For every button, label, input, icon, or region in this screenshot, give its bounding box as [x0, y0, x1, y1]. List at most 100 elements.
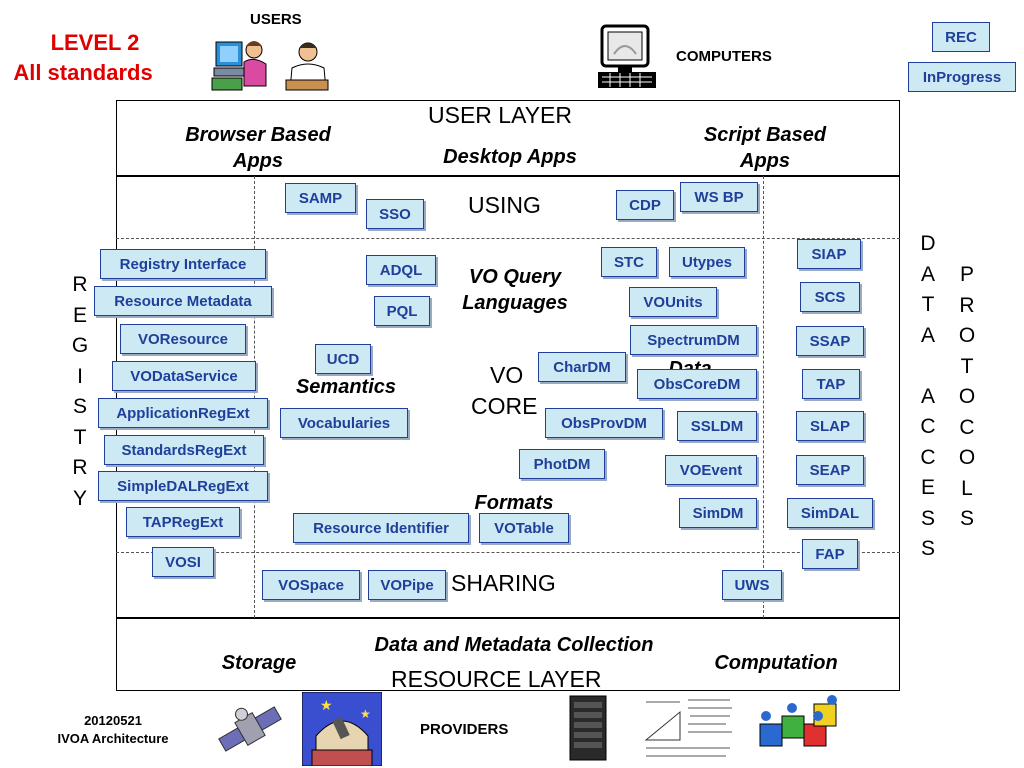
protocols-letter: S	[959, 507, 974, 530]
registry-letter: S	[72, 395, 87, 418]
registry-letter: Y	[72, 486, 87, 510]
computers-label: COMPUTERS	[676, 48, 772, 65]
std-vounits[interactable]: VOUnits	[629, 287, 717, 317]
level-subtitle: All standards	[13, 60, 153, 85]
std-voevent[interactable]: VOEvent	[665, 455, 757, 485]
storage-label: Storage	[221, 652, 297, 674]
protocols-letter: P	[959, 263, 974, 286]
std-votable[interactable]: VOTable	[479, 513, 569, 543]
users-label: USERS	[250, 11, 302, 28]
protocols-letter: O	[958, 324, 976, 347]
user-at-desk-icon	[285, 42, 329, 91]
script-apps-label: Script Based Apps	[703, 124, 827, 172]
std-obscoredm[interactable]: ObsCoreDM	[637, 369, 757, 399]
std-ssldm[interactable]: SSLDM	[677, 411, 757, 441]
svg-text:★: ★	[360, 707, 371, 721]
std-pql[interactable]: PQL	[374, 296, 430, 326]
std-applicationregext[interactable]: ApplicationRegExt	[98, 398, 268, 428]
using-title: USING	[468, 192, 541, 218]
browser-apps-label: Browser Based Apps	[185, 124, 331, 172]
formats-label: Formats	[474, 492, 554, 514]
vo-core-frame	[116, 176, 900, 618]
legend-rec: REC	[932, 22, 990, 52]
std-simdm[interactable]: SimDM	[679, 498, 757, 528]
protocols-letter: C	[959, 415, 975, 439]
server-icon	[569, 695, 607, 761]
data-metadata-label: Data and Metadata Collection	[374, 634, 654, 656]
observatory-icon: ★ ★	[302, 692, 382, 766]
std-cdp[interactable]: CDP	[616, 190, 674, 220]
vo-query-label: VO Query Languages	[462, 266, 568, 314]
data-access-letter: A	[920, 384, 935, 408]
std-scs[interactable]: SCS	[800, 282, 860, 312]
sharing-divider	[116, 552, 900, 553]
std-ucd[interactable]: UCD	[315, 344, 371, 374]
footer-date: 20120521	[84, 713, 142, 728]
std-simdal[interactable]: SimDAL	[787, 498, 873, 528]
semantics-label: Semantics	[295, 376, 397, 398]
registry-divider	[254, 176, 255, 618]
protocols-letter: R	[959, 293, 975, 317]
std-siap[interactable]: SIAP	[797, 239, 861, 269]
legend-inprogress: InProgress	[908, 62, 1016, 92]
resource-layer-title: RESOURCE LAYER	[391, 666, 602, 692]
std-vosi[interactable]: VOSI	[152, 547, 214, 577]
std-vocabularies[interactable]: Vocabularies	[280, 408, 408, 438]
std-uws[interactable]: UWS	[722, 570, 782, 600]
std-tap[interactable]: TAP	[802, 369, 860, 399]
std-vodataservice[interactable]: VODataService	[112, 361, 256, 391]
std-resource-metadata[interactable]: Resource Metadata	[94, 286, 272, 316]
std-resource-identifier[interactable]: Resource Identifier	[293, 513, 469, 543]
protocols-letter: T	[960, 354, 974, 378]
std-sso[interactable]: SSO	[366, 199, 424, 229]
std-obsprovdm[interactable]: ObsProvDM	[545, 408, 663, 438]
data-access-letter: C	[920, 445, 936, 469]
sharing-title: SHARING	[451, 570, 556, 596]
std-chardm[interactable]: CharDM	[538, 352, 626, 382]
level-title: LEVEL 2	[50, 30, 140, 55]
std-photdm[interactable]: PhotDM	[519, 449, 605, 479]
vo-core-title-line2: CORE	[471, 393, 538, 419]
std-slap[interactable]: SLAP	[796, 411, 864, 441]
equations-icon	[640, 694, 736, 764]
std-seap[interactable]: SEAP	[796, 455, 864, 485]
protocols-letter: O	[958, 446, 976, 469]
data-access-letter: C	[920, 415, 936, 438]
data-access-letter: D	[920, 232, 936, 255]
std-voresource[interactable]: VOResource	[120, 324, 246, 354]
std-registry-interface[interactable]: Registry Interface	[100, 249, 266, 279]
std-standardsregext[interactable]: StandardsRegExt	[104, 435, 264, 465]
registry-letter: T	[73, 425, 87, 449]
std-samp[interactable]: SAMP	[285, 183, 356, 213]
std-spectrumdm[interactable]: SpectrumDM	[630, 325, 757, 355]
std-stc[interactable]: STC	[601, 247, 657, 277]
computation-label: Computation	[714, 652, 838, 674]
data-access-letter: E	[920, 476, 935, 499]
registry-letter: E	[72, 303, 87, 327]
protocols-letter: L	[961, 476, 973, 500]
user-layer-frame	[116, 100, 900, 176]
satellite-icon	[214, 694, 286, 764]
std-fap[interactable]: FAP	[802, 539, 858, 569]
registry-letter: R	[72, 273, 88, 296]
std-vopipe[interactable]: VOPipe	[368, 570, 446, 600]
vo-core-title-line1: VO	[490, 362, 524, 388]
data-access-divider	[763, 176, 764, 618]
footer-org: IVOA Architecture	[57, 731, 169, 746]
std-ws-bp[interactable]: WS BP	[680, 182, 758, 212]
std-vospace[interactable]: VOSpace	[262, 570, 360, 600]
user-at-computer-icon	[211, 41, 267, 91]
svg-text:★: ★	[320, 698, 333, 714]
std-adql[interactable]: ADQL	[366, 255, 436, 285]
providers-label: PROVIDERS	[420, 721, 509, 738]
std-tapregext[interactable]: TAPRegExt	[126, 507, 240, 537]
desktop-apps-label: Desktop Apps	[443, 146, 577, 168]
registry-letter: R	[72, 456, 88, 479]
protocols-letter: O	[958, 385, 976, 408]
std-simpledalregext[interactable]: SimpleDALRegExt	[98, 471, 268, 501]
registry-letter: I	[77, 364, 83, 388]
data-access-letter: S	[920, 506, 935, 530]
puzzle-people-icon	[752, 694, 844, 764]
std-ssap[interactable]: SSAP	[796, 326, 864, 356]
std-utypes[interactable]: Utypes	[669, 247, 745, 277]
